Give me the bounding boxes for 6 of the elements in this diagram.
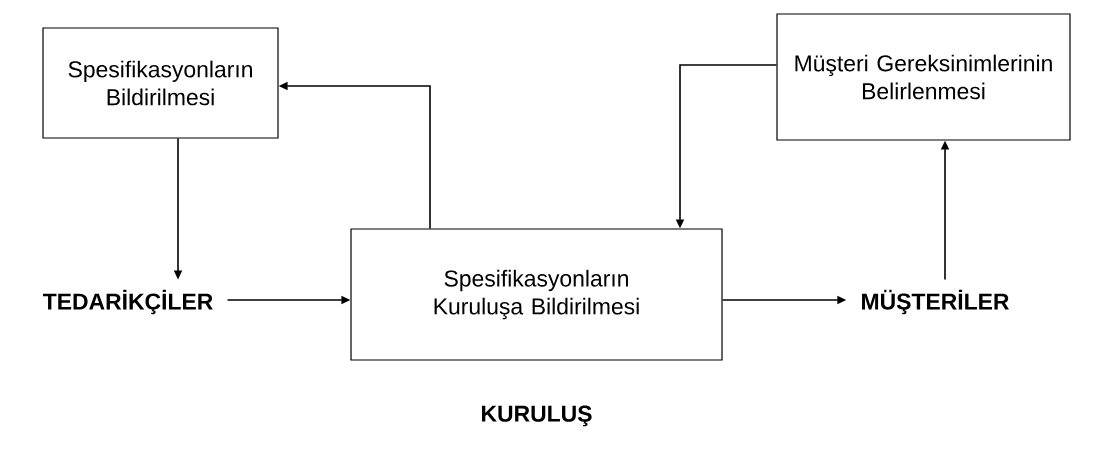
actor-label: MÜŞTERİLER	[862, 289, 1009, 315]
caption-text: KURULUŞ	[482, 405, 592, 427]
process-box: Spesifikasyonların Kuruluşa Bildirilmesi	[350, 228, 723, 361]
process-box: Müşteri Gereksinimlerinin Belirlenmesi	[776, 13, 1071, 141]
process-box: Spesifikasyonların Bildirilmesi	[42, 27, 279, 139]
actor-label: TEDARİKÇİLER	[42, 289, 213, 315]
